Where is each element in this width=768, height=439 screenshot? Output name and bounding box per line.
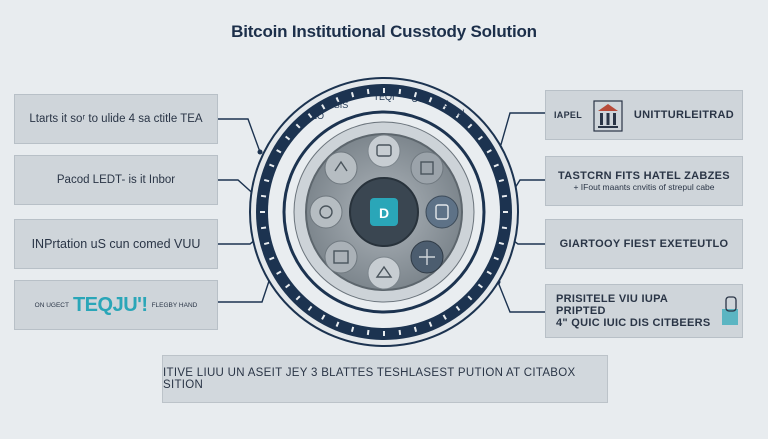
dial-tick bbox=[321, 104, 326, 110]
bottom-banner-text: ITIVE LIUU UN ASEIT JEY 3 BLATTES TESHLA… bbox=[163, 367, 576, 391]
dial-tick bbox=[269, 256, 275, 261]
connector-right-1 bbox=[499, 112, 545, 149]
left-box-1-text: Ltarts it soʳ to ulide 4 sa ctitle TEA bbox=[29, 113, 203, 125]
left-box-1: Ltarts it soʳ to ulide 4 sa ctitle TEA bbox=[14, 94, 218, 144]
ring-text-5: SIS bbox=[334, 100, 349, 110]
right-box-4: PRISITELE VIU IUPA PRIPTED 4" QUIC IUIC … bbox=[545, 284, 743, 338]
dial-tick bbox=[455, 305, 461, 311]
vault-dial: TEQI UU T95 IH SIS LO D bbox=[249, 77, 519, 347]
right-box-1: IAPEL UNITTURLEITRAD bbox=[545, 90, 743, 140]
dial-tick bbox=[350, 326, 355, 333]
right-box-1-line1: IAPEL bbox=[554, 110, 583, 120]
connector-left-4 bbox=[218, 277, 271, 303]
left-box-4: ON UGECT TEQJU'! FLEGBY HAND bbox=[14, 280, 218, 330]
dial-tick bbox=[413, 91, 418, 98]
ring-text-2: UU bbox=[412, 94, 425, 104]
dial-tick bbox=[428, 321, 433, 327]
dial-tick bbox=[295, 295, 301, 301]
dial-tick bbox=[285, 283, 291, 289]
left-box-4-logo: TEQJU'! bbox=[72, 293, 148, 316]
bottom-banner: ITIVE LIUU UN ASEIT JEY 3 BLATTES TESHLA… bbox=[162, 355, 608, 403]
icon-ring bbox=[309, 134, 459, 290]
dial-tick bbox=[260, 194, 267, 198]
node-1-icon bbox=[367, 134, 401, 168]
node-5-icon bbox=[367, 256, 401, 290]
dial-tick bbox=[276, 149, 282, 154]
dial-tick bbox=[335, 97, 340, 103]
dial-tick bbox=[501, 226, 508, 230]
ring-text-6: LO bbox=[312, 111, 324, 121]
center-label: D bbox=[379, 205, 389, 221]
dial-tick bbox=[413, 326, 418, 333]
connector-right-4 bbox=[497, 281, 545, 313]
dial-tick bbox=[467, 123, 473, 129]
node-3-icon bbox=[425, 195, 459, 229]
dial-tick bbox=[493, 163, 499, 168]
right-box-2: TASTCRN FITS HATEL ZABZES + IFout maants… bbox=[545, 156, 743, 206]
left-box-2: Pacod LEDT- is it Inbor bbox=[14, 155, 218, 205]
right-box-2-line2: + IFout maants cnvitis of strepul cabe bbox=[573, 182, 715, 192]
dial-tick bbox=[442, 104, 447, 110]
dial-tick bbox=[455, 113, 461, 119]
ring-text-3: T95 bbox=[433, 99, 449, 109]
node-2-icon bbox=[410, 151, 444, 185]
node-7-icon bbox=[309, 195, 343, 229]
dial-tick bbox=[295, 123, 301, 129]
dial-tick bbox=[501, 194, 508, 198]
dial-tick bbox=[442, 314, 447, 320]
left-box-4-pre: ON UGECT bbox=[34, 301, 69, 309]
right-box-3: GIARTOOY FIEST EXETEUTLO bbox=[545, 219, 743, 269]
node-6-icon bbox=[324, 240, 358, 274]
dial-tick bbox=[498, 178, 505, 183]
dial-tick bbox=[477, 283, 483, 289]
dial-tick bbox=[498, 241, 505, 246]
ring-text-1: TEQI bbox=[373, 92, 394, 102]
connector-left-1 bbox=[218, 118, 261, 153]
left-box-3-text: INPrtation uS cun comed VUU bbox=[31, 237, 201, 251]
dial-tick bbox=[493, 256, 499, 261]
right-box-1-line2: UNITTURLEITRAD bbox=[633, 109, 734, 121]
right-box-4-line1: PRISITELE VIU IUPA PRIPTED bbox=[556, 293, 668, 317]
dial-tick bbox=[307, 113, 313, 119]
dial-tick bbox=[477, 135, 483, 141]
dial-tick bbox=[467, 295, 473, 301]
left-box-2-text: Pacod LEDT- is it Inbor bbox=[56, 174, 176, 186]
dial-tick bbox=[269, 163, 275, 168]
dial-tick bbox=[398, 329, 402, 336]
ring-text-4: IH bbox=[456, 108, 465, 118]
page-title: Bitcoin Institutional Cusstody Solution bbox=[231, 22, 537, 41]
dial-tick bbox=[263, 241, 270, 246]
building-icon bbox=[593, 100, 623, 132]
center-lock-icon bbox=[370, 198, 398, 226]
right-box-2-line1: TASTCRN FITS HATEL ZABZES bbox=[558, 170, 730, 182]
dial-tick bbox=[276, 270, 282, 275]
dial-tick bbox=[260, 226, 267, 230]
dial-tick bbox=[486, 270, 492, 275]
dial-tick bbox=[321, 314, 326, 320]
dial-tick bbox=[285, 135, 291, 141]
right-box-3-line1: GIARTOOY FIEST EXETEUTLO bbox=[559, 238, 729, 250]
dial-tick bbox=[366, 88, 370, 95]
node-8-icon bbox=[324, 151, 358, 185]
dial-tick bbox=[428, 97, 433, 103]
dial-tick bbox=[307, 305, 313, 311]
dial-tick bbox=[398, 88, 402, 95]
dial-tick bbox=[486, 149, 492, 154]
dial-tick bbox=[335, 321, 340, 327]
left-box-4-post: FLEGBY HAND bbox=[151, 301, 198, 309]
dial-tick bbox=[366, 329, 370, 336]
left-box-3: INPrtation uS cun comed VUU bbox=[14, 219, 218, 269]
dial-tick bbox=[263, 178, 270, 183]
document-stack-icon bbox=[722, 296, 738, 325]
dial-tick bbox=[350, 91, 355, 98]
right-box-4-line2: 4" QUIC IUIC DIS CITBEERS bbox=[556, 317, 711, 329]
